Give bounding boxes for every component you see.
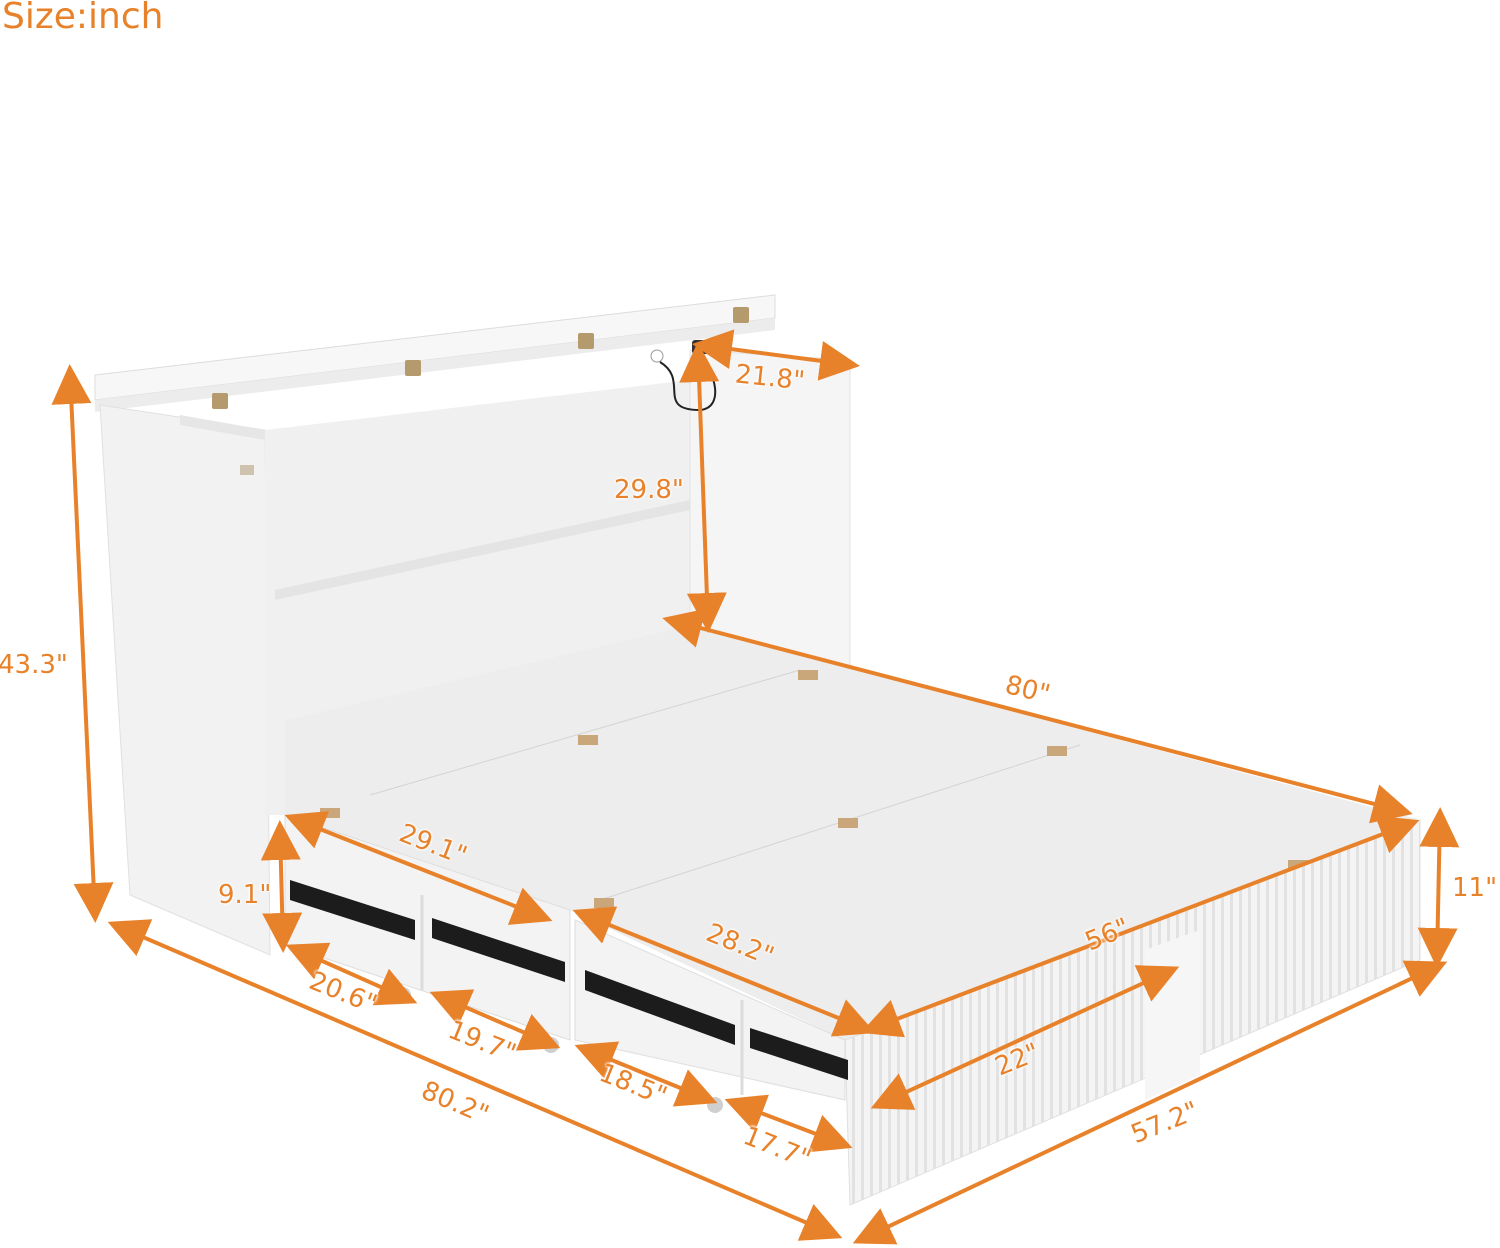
cabinet	[94, 294, 851, 956]
dimension-lines	[51, 329, 1460, 1245]
overall-height-label: 43.3"	[0, 650, 68, 680]
headboard-height-label: 29.8"	[614, 475, 684, 505]
unit-label: Size:inch	[2, 0, 164, 37]
base-height-label: 11"	[1452, 873, 1498, 903]
drawer-height-label: 9.1"	[218, 880, 272, 910]
